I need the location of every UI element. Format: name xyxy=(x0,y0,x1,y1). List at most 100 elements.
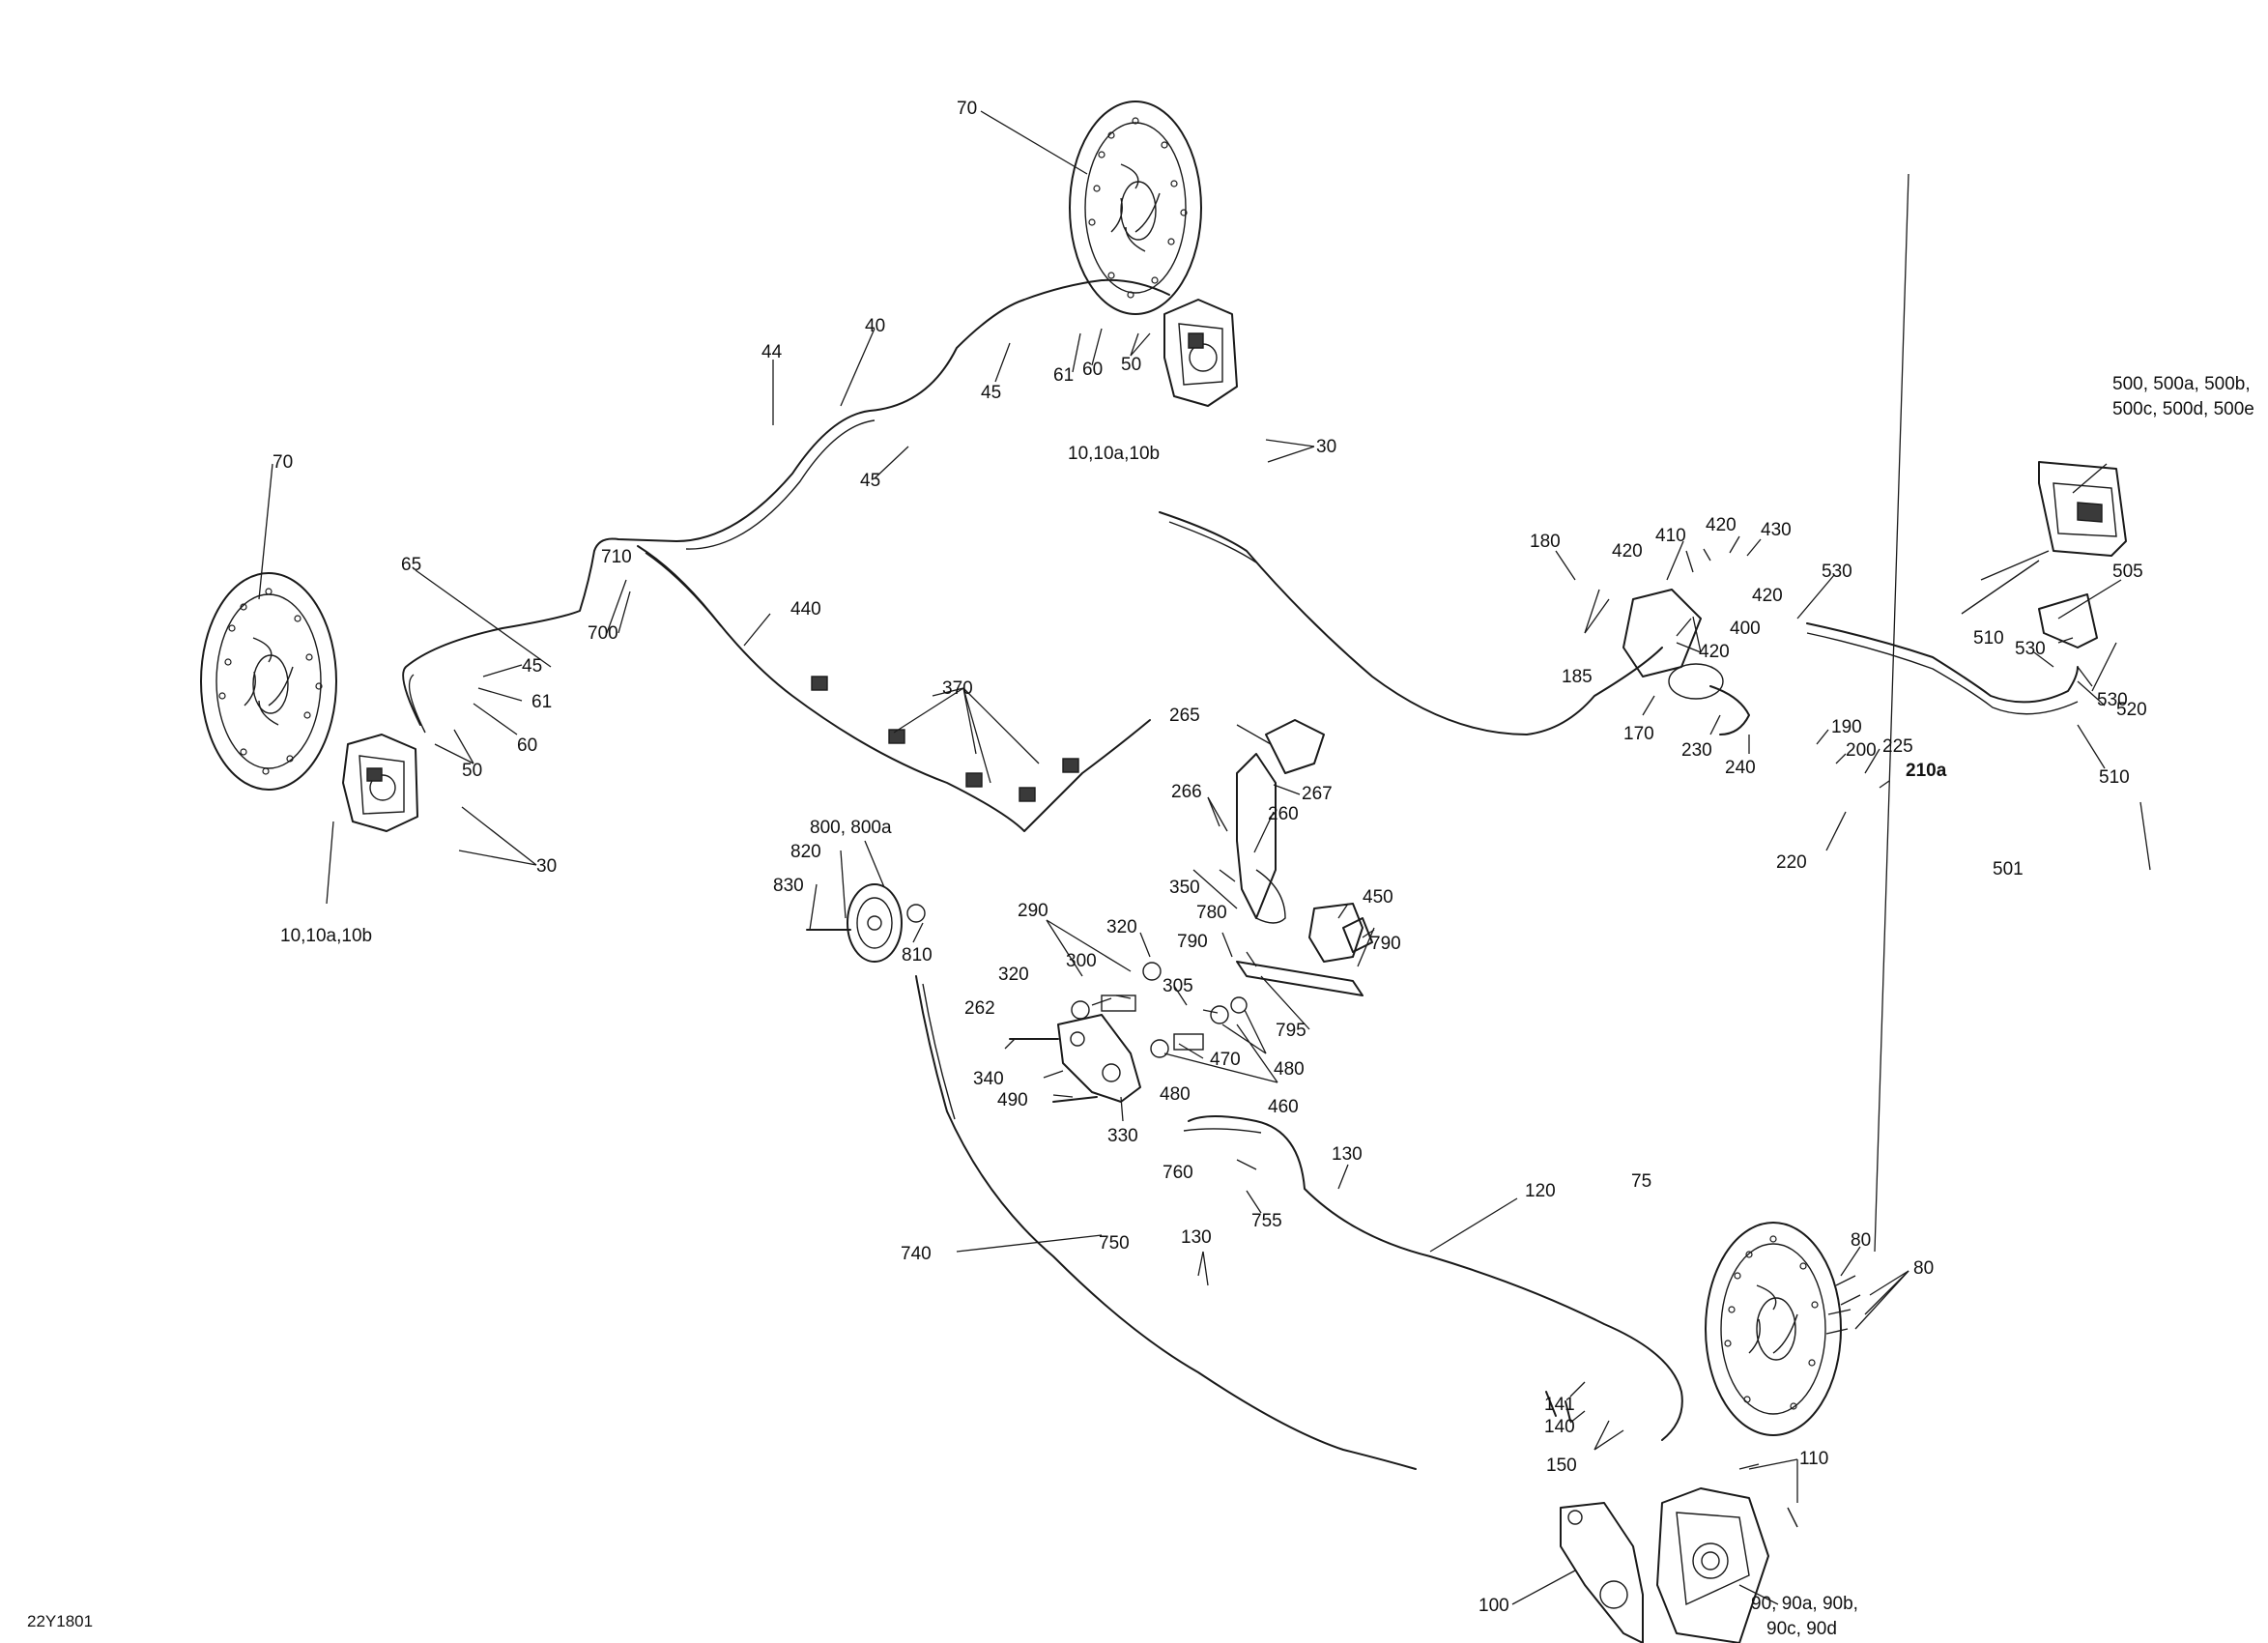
label-200: 200 xyxy=(1846,740,1877,761)
label-350: 350 xyxy=(1169,878,1200,898)
diagram-code: 22Y1801 xyxy=(27,1612,93,1630)
label-820: 820 xyxy=(790,842,821,862)
label-790-a: 790 xyxy=(1177,932,1208,952)
label-320-a: 320 xyxy=(1106,917,1137,937)
label-30-b: 30 xyxy=(536,856,557,877)
label-410: 410 xyxy=(1655,526,1686,546)
label-130-b: 130 xyxy=(1181,1227,1212,1248)
brake-pedal-assembly xyxy=(1236,719,1364,963)
label-80-b: 80 xyxy=(1913,1258,1934,1279)
rear-brake-disc xyxy=(1705,1222,1842,1436)
front-caliper-left xyxy=(342,734,418,832)
pushrod-linkage xyxy=(1236,917,1373,996)
label-240: 240 xyxy=(1725,758,1756,778)
pedal-bracket-330 xyxy=(1009,1014,1141,1103)
label-45-c: 45 xyxy=(522,656,542,677)
label-501: 501 xyxy=(1993,859,2024,879)
label-300: 300 xyxy=(1066,951,1097,971)
label-790-b: 790 xyxy=(1370,934,1401,954)
label-50-a: 50 xyxy=(1121,355,1141,375)
label-45-b: 45 xyxy=(860,471,880,491)
label-290: 290 xyxy=(1018,901,1048,921)
label-305: 305 xyxy=(1163,976,1193,996)
label-755: 755 xyxy=(1251,1211,1282,1231)
rear-caliper xyxy=(1656,1487,1769,1643)
label-61-a: 61 xyxy=(1053,365,1074,386)
label-10-b: 10,10a,10b xyxy=(280,926,372,946)
speed-sensor-harness xyxy=(1159,511,1663,735)
brake-harness-440 xyxy=(637,545,1151,832)
label-420-c: 420 xyxy=(1752,586,1783,606)
label-810: 810 xyxy=(902,945,933,966)
label-260: 260 xyxy=(1268,804,1299,824)
label-420-b: 420 xyxy=(1706,515,1737,535)
label-30-a: 30 xyxy=(1316,437,1336,457)
label-340: 340 xyxy=(973,1069,1004,1089)
master-cylinder xyxy=(1622,589,1750,735)
label-190: 190 xyxy=(1831,717,1862,737)
label-70-left: 70 xyxy=(273,452,293,473)
label-60-b: 60 xyxy=(517,735,537,756)
label-180: 180 xyxy=(1530,532,1561,552)
label-120: 120 xyxy=(1525,1181,1556,1201)
label-750: 750 xyxy=(1099,1233,1130,1254)
abs-module xyxy=(1961,461,2127,615)
label-780: 780 xyxy=(1196,903,1227,923)
parking-cable-740 xyxy=(915,975,1417,1470)
label-80-a: 80 xyxy=(1851,1230,1871,1251)
label-61-b: 61 xyxy=(531,692,552,712)
label-50-b: 50 xyxy=(462,761,482,781)
label-65: 65 xyxy=(401,555,421,575)
label-170: 170 xyxy=(1623,724,1654,744)
label-710: 710 xyxy=(601,547,632,567)
label-90-line1: 90, 90a, 90b, xyxy=(1751,1594,1858,1614)
label-230: 230 xyxy=(1681,740,1712,761)
label-110: 110 xyxy=(1799,1449,1828,1469)
label-470: 470 xyxy=(1210,1050,1241,1070)
label-130-a: 130 xyxy=(1332,1144,1363,1165)
label-490: 490 xyxy=(997,1090,1028,1110)
label-100: 100 xyxy=(1479,1596,1509,1616)
front-brake-disc-top xyxy=(1069,101,1202,315)
label-185: 185 xyxy=(1562,667,1593,687)
rear-brake-line-120 xyxy=(1183,1115,1683,1441)
label-70-top: 70 xyxy=(957,99,977,119)
label-480-b: 480 xyxy=(1274,1059,1305,1080)
label-460: 460 xyxy=(1268,1097,1299,1117)
label-262: 262 xyxy=(964,998,995,1019)
label-40: 40 xyxy=(865,316,885,336)
front-brake-line-65 xyxy=(402,537,677,734)
label-830: 830 xyxy=(773,876,804,896)
label-141: 141 xyxy=(1544,1395,1575,1415)
label-45-a: 45 xyxy=(981,383,1001,403)
label-450: 450 xyxy=(1363,887,1393,908)
label-267: 267 xyxy=(1302,784,1333,804)
leader-lines xyxy=(258,110,2151,1605)
label-420-a: 420 xyxy=(1612,541,1643,562)
parking-brake-wheel xyxy=(806,883,926,963)
label-75: 75 xyxy=(1631,1171,1651,1192)
label-795: 795 xyxy=(1276,1021,1306,1041)
rear-fasteners xyxy=(1545,1275,1861,1528)
label-500-line1: 500, 500a, 500b, xyxy=(2112,374,2251,394)
label-10-a: 10,10a,10b xyxy=(1068,444,1160,464)
label-760: 760 xyxy=(1163,1163,1193,1183)
label-44: 44 xyxy=(761,342,783,362)
label-225: 225 xyxy=(1882,736,1913,757)
sensor-clips-370 xyxy=(811,676,1079,802)
front-caliper-top xyxy=(1163,299,1238,407)
label-140: 140 xyxy=(1544,1417,1575,1437)
spacers-bushings xyxy=(1071,962,1248,1058)
rear-caliper-bracket xyxy=(1560,1502,1644,1643)
label-740: 740 xyxy=(901,1244,932,1264)
part-labels: 70 70 75 40 44 45 45 45 61 60 50 61 60 5… xyxy=(27,99,2254,1639)
label-420-d: 420 xyxy=(1699,642,1730,662)
label-400: 400 xyxy=(1730,619,1761,639)
label-520: 520 xyxy=(2116,700,2147,720)
label-60-a: 60 xyxy=(1082,360,1103,380)
label-800: 800, 800a xyxy=(810,818,892,838)
label-320-b: 320 xyxy=(998,965,1029,985)
abs-pipe-510 xyxy=(1806,622,2079,715)
label-210a: 210a xyxy=(1906,761,1947,781)
label-700: 700 xyxy=(588,623,618,644)
